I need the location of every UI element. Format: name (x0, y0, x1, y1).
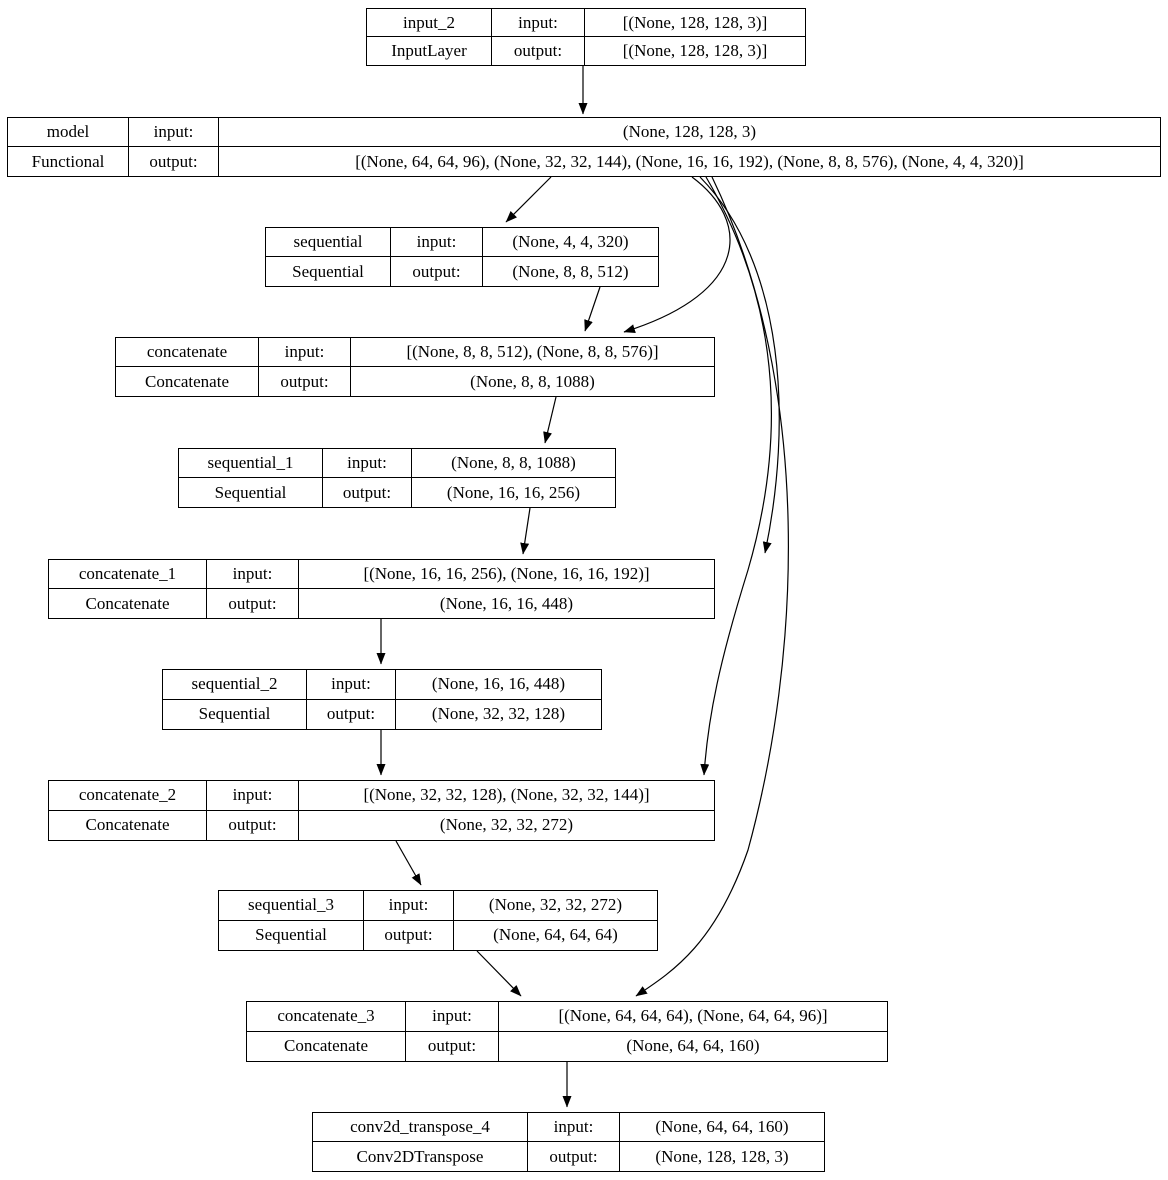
edge-model-to-concatenate_2 (700, 176, 772, 776)
layer-type: Concatenate (247, 1031, 406, 1061)
layer-type: Sequential (163, 699, 307, 729)
input-shape: (None, 8, 8, 1088) (412, 449, 615, 478)
io-label-output: output: (323, 478, 412, 507)
edge-model-to-sequential (505, 176, 552, 223)
io-label-input: input: (406, 1002, 499, 1032)
output-shape: (None, 32, 32, 272) (439, 815, 574, 835)
output-shape: [(None, 64, 64, 96), (None, 32, 32, 144)… (355, 151, 1024, 171)
edge-model-to-concatenate (623, 176, 731, 334)
input-shape: (None, 128, 128, 3) (219, 118, 1160, 147)
io-label-input: input: (391, 228, 483, 257)
io-label-input: input: (259, 338, 351, 367)
layer-name: sequential (266, 228, 391, 257)
io-label-output: output: (364, 920, 454, 950)
io-label-output: output: (207, 810, 299, 840)
input-shape: [(None, 8, 8, 512), (None, 8, 8, 576)] (351, 338, 714, 367)
layer-name: concatenate_1 (49, 560, 207, 589)
layer-name: concatenate_2 (49, 781, 207, 811)
io-label-output: output: (307, 699, 396, 729)
output-shape: (None, 64, 64, 64) (493, 925, 618, 945)
layer-name: model (8, 118, 129, 147)
edge-sequential_3-to-concatenate_3 (476, 950, 522, 997)
edge-concatenate-to-sequential_1 (543, 396, 557, 444)
output-shape: (None, 8, 8, 1088) (470, 371, 595, 391)
layer-name: conv2d_transpose_4 (313, 1113, 528, 1142)
io-label-output: output: (492, 37, 585, 65)
layer-type: Sequential (219, 920, 364, 950)
io-label-input: input: (492, 9, 585, 37)
io-label-output: output: (406, 1031, 499, 1061)
layer-name: concatenate (116, 338, 259, 367)
input-shape: (None, 4, 4, 320) (483, 228, 658, 257)
io-label-input: input: (364, 891, 454, 921)
io-label-output: output: (391, 257, 483, 286)
edge-sequential_1-to-concatenate_1 (520, 507, 531, 555)
io-label-output: output: (259, 367, 351, 396)
layer-name: concatenate_3 (247, 1002, 406, 1032)
layer-name: sequential_2 (163, 670, 307, 700)
io-label-output: output: (528, 1142, 620, 1171)
input-shape: [(None, 16, 16, 256), (None, 16, 16, 192… (299, 560, 714, 589)
io-label-input: input: (307, 670, 396, 700)
output-shape: (None, 128, 128, 3) (655, 1146, 789, 1166)
output-shape: (None, 8, 8, 512) (512, 261, 629, 281)
io-label-input: input: (207, 560, 299, 589)
output-shape: (None, 64, 64, 160) (626, 1036, 760, 1056)
output-shape: (None, 16, 16, 256) (446, 482, 581, 502)
layer-type: Concatenate (116, 367, 259, 396)
layer-name: sequential_3 (219, 891, 364, 921)
layer-name: sequential_1 (179, 449, 323, 478)
io-label-input: input: (528, 1113, 620, 1142)
io-label-input: input: (207, 781, 299, 811)
io-label-input: input: (323, 449, 412, 478)
input-shape: (None, 16, 16, 448) (396, 670, 601, 700)
output-shape: [(None, 128, 128, 3)] (622, 41, 768, 60)
output-shape: (None, 32, 32, 128) (431, 704, 566, 724)
layer-name: input_2 (367, 9, 492, 37)
edge-model-to-concatenate_1 (699, 176, 780, 554)
layer-type: Conv2DTranspose (313, 1142, 528, 1171)
layer-type: Sequential (179, 478, 323, 507)
layer-type: InputLayer (367, 37, 492, 65)
input-shape: (None, 64, 64, 160) (620, 1113, 824, 1142)
edge-sequential-to-concatenate (584, 286, 601, 332)
output-shape: (None, 16, 16, 448) (439, 593, 574, 613)
layer-type: Concatenate (49, 589, 207, 618)
io-label-output: output: (129, 147, 219, 176)
layer-type: Sequential (266, 257, 391, 286)
input-shape: [(None, 64, 64, 64), (None, 64, 64, 96)] (499, 1002, 887, 1032)
layer-type: Concatenate (49, 810, 207, 840)
io-label-output: output: (207, 589, 299, 618)
edge-model-to-concatenate_3 (635, 176, 789, 997)
input-shape: (None, 32, 32, 272) (454, 891, 657, 921)
io-label-input: input: (129, 118, 219, 147)
edge-concatenate_2-to-sequential_3 (395, 840, 422, 886)
input-shape: [(None, 32, 32, 128), (None, 32, 32, 144… (299, 781, 714, 811)
input-shape: [(None, 128, 128, 3)] (585, 9, 805, 37)
layer-type: Functional (8, 147, 129, 176)
